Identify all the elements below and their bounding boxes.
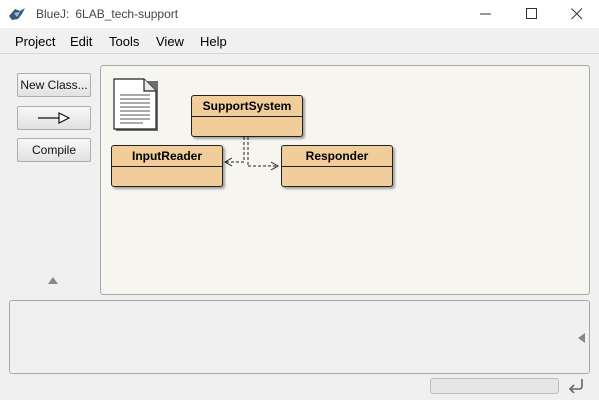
menu-separator [0,53,599,54]
message-panel [9,300,590,374]
maximize-icon [526,8,537,19]
title-bar: BlueJ: 6LAB_tech-support [0,0,599,28]
class-name: Responder [282,146,392,167]
class-supportsystem[interactable]: SupportSystem [191,95,303,137]
close-icon [571,8,583,20]
collapse-up-icon[interactable] [47,276,59,285]
maximize-button[interactable] [509,0,555,28]
new-arrow-button[interactable] [17,106,91,130]
project-name: 6LAB_tech-support [75,7,179,21]
class-responder[interactable]: Responder [281,145,393,187]
dependency-arrowhead [270,161,280,171]
minimize-button[interactable] [463,0,509,28]
document-icon[interactable] [113,78,159,132]
reset-arrow-icon[interactable] [567,377,585,393]
bluej-logo-icon [9,8,25,20]
menu-view[interactable]: View [156,34,184,49]
new-class-button[interactable]: New Class... [17,73,91,97]
close-button[interactable] [554,0,599,28]
menu-bar: Project Edit Tools View Help [0,28,599,54]
dependency-arrowhead [223,157,233,167]
progress-bar [430,378,559,394]
window-title: BlueJ: 6LAB_tech-support [36,7,178,21]
class-inputreader[interactable]: InputReader [111,145,223,187]
class-name: InputReader [112,146,222,167]
compile-button[interactable]: Compile [17,138,91,162]
menu-tools[interactable]: Tools [109,34,140,49]
class-diagram-canvas[interactable]: SupportSystem InputReader Responder [100,65,590,295]
menu-help[interactable]: Help [200,34,227,49]
class-name: SupportSystem [192,96,302,117]
arrow-right-icon [38,112,70,124]
dependency-arrows [223,137,280,171]
expand-left-icon[interactable] [577,332,586,344]
menu-project[interactable]: Project [15,34,56,49]
menu-edit[interactable]: Edit [70,34,93,49]
app-name: BlueJ: [36,7,70,21]
minimize-icon [480,13,491,15]
